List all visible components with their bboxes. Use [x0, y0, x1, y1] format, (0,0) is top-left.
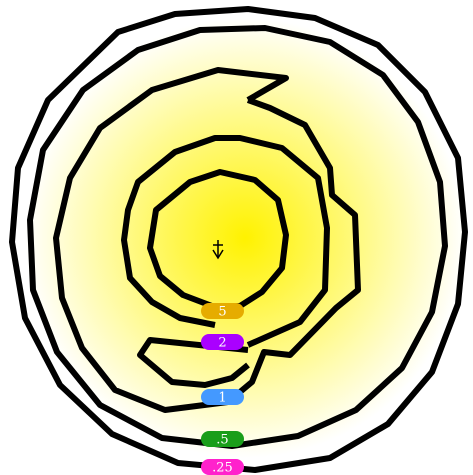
score-pill: 5	[201, 303, 244, 320]
score-pill-label: 1	[218, 391, 226, 406]
score-pill: .25	[201, 459, 244, 475]
score-pill-label: .5	[216, 433, 228, 448]
score-pill-label: 5	[218, 305, 226, 320]
score-pill: .5	[201, 431, 244, 448]
score-pill: 1	[201, 389, 244, 406]
score-pill-label: .25	[212, 461, 233, 475]
score-pill-label: 2	[218, 336, 226, 351]
score-pill: 2	[201, 334, 244, 351]
